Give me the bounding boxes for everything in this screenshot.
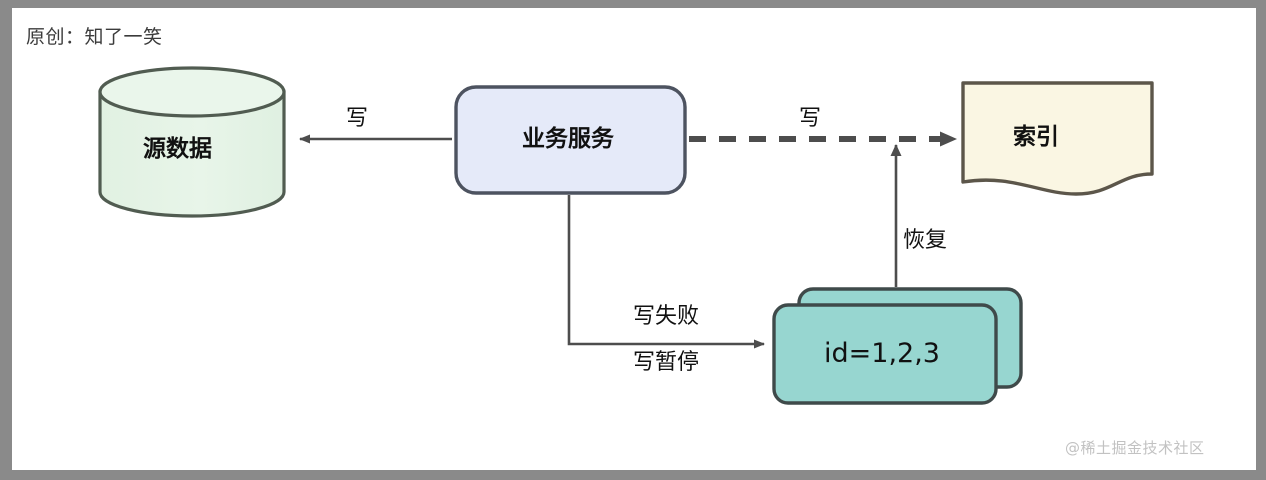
index-document-shape [961,81,1154,196]
edge-recover-label: 恢复 [903,228,948,253]
source-cylinder-top [98,66,286,118]
edge-write-source-label: 写 [346,106,369,131]
node-service[interactable] [454,85,687,195]
node-index[interactable] [961,81,1154,196]
node-index-label: 索引 [1013,124,1059,150]
diagram-graphics [98,66,1154,405]
node-source-label: 源数据 [143,136,212,162]
service-box [454,85,687,195]
edge-write-pause-label: 写暂停 [633,350,700,375]
diagram-canvas: 原创：知了一笑 源数据 业务服务 索引 id=1,2,3 写 写 写失败 写暂停… [12,8,1256,470]
node-queue[interactable] [772,287,1023,405]
edge-write-fail-label: 写失败 [633,304,700,329]
watermark-text: @稀土掘金技术社区 [1065,439,1205,457]
node-source[interactable] [98,66,286,218]
queue-box-front [772,303,998,405]
node-service-label: 业务服务 [522,126,614,152]
edge-write-index-label: 写 [799,106,822,131]
source-cylinder-body [98,90,286,218]
credit-text: 原创：知了一笑 [26,26,163,48]
node-queue-label: id=1,2,3 [824,338,940,369]
edge-fail-queue[interactable] [567,195,765,349]
